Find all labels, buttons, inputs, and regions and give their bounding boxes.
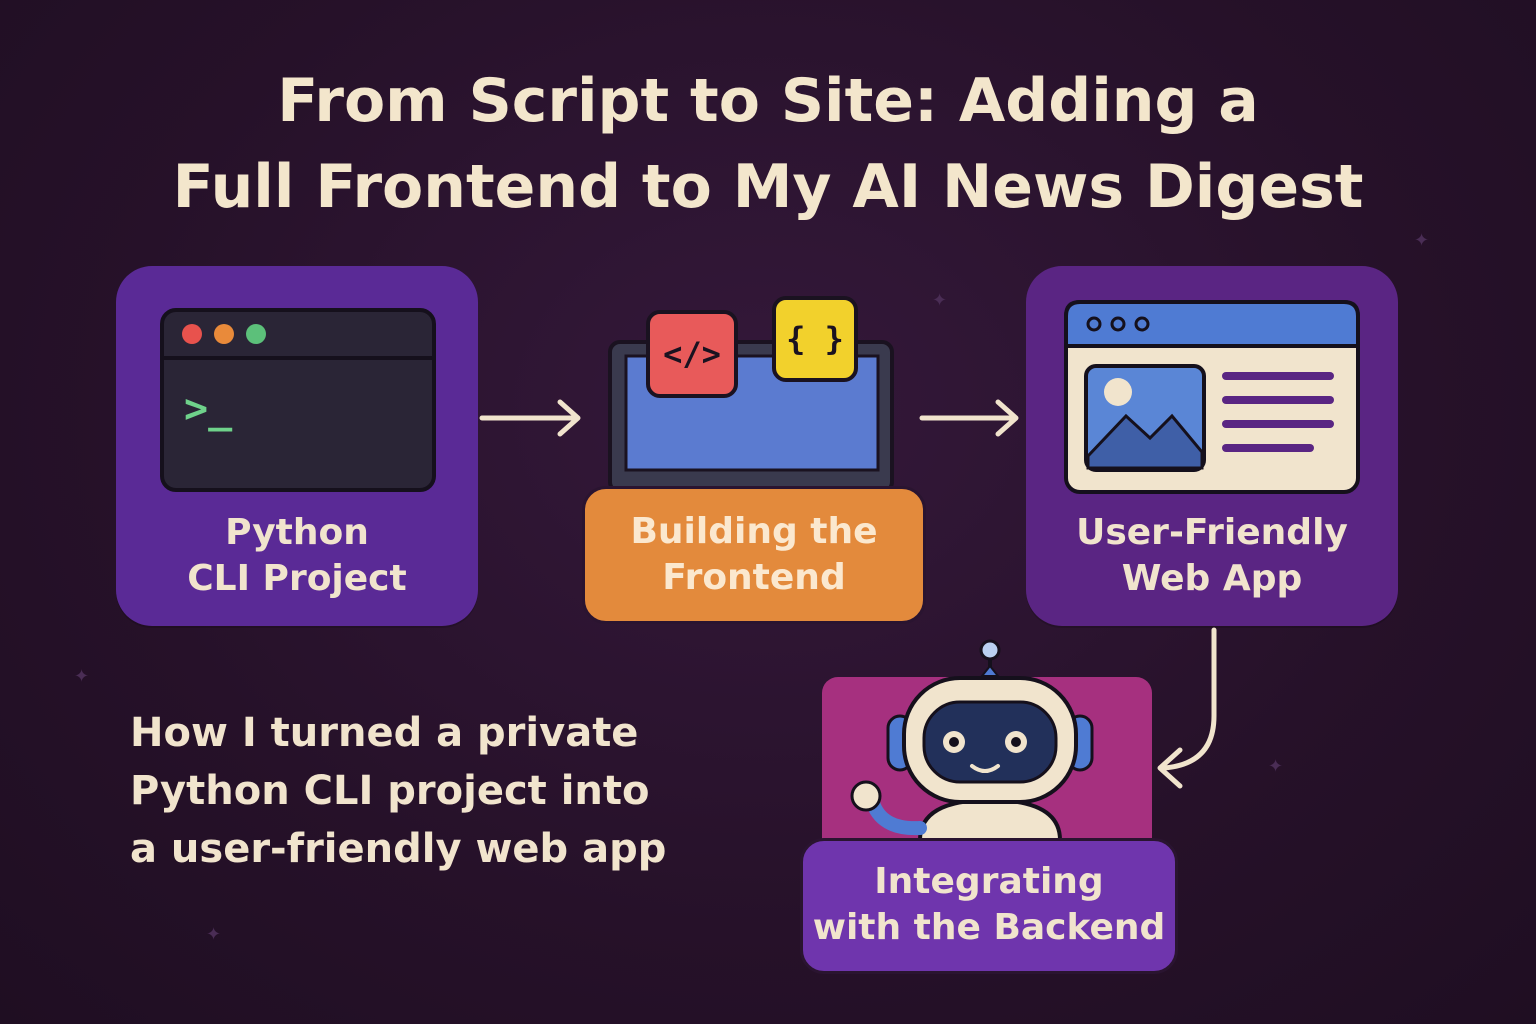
title-line-2: Full Frontend to My AI News Digest [172, 152, 1364, 222]
step-web-app-line2: Web App [1121, 558, 1303, 599]
code-tag-text: </> [663, 335, 721, 373]
step-python-cli-line2: CLI Project [187, 558, 407, 599]
arrow-right-icon [479, 399, 581, 437]
sparkle-icon: ✦ [1268, 756, 1284, 777]
terminal-icon: >_ [160, 308, 436, 492]
browser-window-icon [1064, 300, 1360, 494]
subtitle-line2: Python CLI project into [130, 768, 650, 814]
code-tag-icon: </> [646, 310, 738, 398]
step-backend-label: Integrating with the Backend [803, 859, 1175, 951]
step-backend-line2: with the Backend [812, 907, 1166, 948]
subtitle: How I turned a private Python CLI projec… [130, 704, 770, 878]
arrow-curved-down-icon [1157, 627, 1217, 789]
sparkle-icon: ✦ [74, 666, 90, 687]
step-frontend-label: Building the Frontend [585, 509, 923, 601]
step-python-cli-line1: Python [225, 512, 369, 553]
step-python-cli-label: Python CLI Project [116, 510, 478, 602]
page-title: From Script to Site: Adding a Full Front… [0, 58, 1536, 230]
title-line-1: From Script to Site: Adding a [277, 66, 1259, 136]
arrow-right-icon [919, 399, 1019, 437]
step-frontend-card: Building the Frontend [582, 486, 926, 624]
sparkle-icon: ✦ [206, 924, 222, 945]
subtitle-line3: a user-friendly web app [130, 826, 667, 872]
terminal-prompt: >_ [184, 386, 233, 432]
subtitle-line1: How I turned a private [130, 710, 639, 756]
sparkle-icon: ✦ [1414, 230, 1430, 251]
step-web-app-label: User-Friendly Web App [1026, 510, 1398, 602]
image-placeholder-icon [1084, 364, 1206, 472]
step-python-cli-card: >_ Python CLI Project [116, 266, 478, 626]
step-frontend-line1: Building the [630, 511, 878, 552]
step-web-app-card: User-Friendly Web App [1026, 266, 1398, 626]
step-frontend-line2: Frontend [662, 557, 846, 598]
step-web-app-line1: User-Friendly [1076, 512, 1348, 553]
curly-braces-icon: { } [772, 296, 858, 382]
sparkle-icon: ✦ [932, 290, 948, 311]
step-backend-line1: Integrating [874, 861, 1104, 902]
curly-braces-text: { } [786, 320, 844, 358]
step-backend-card: Integrating with the Backend [800, 838, 1178, 974]
